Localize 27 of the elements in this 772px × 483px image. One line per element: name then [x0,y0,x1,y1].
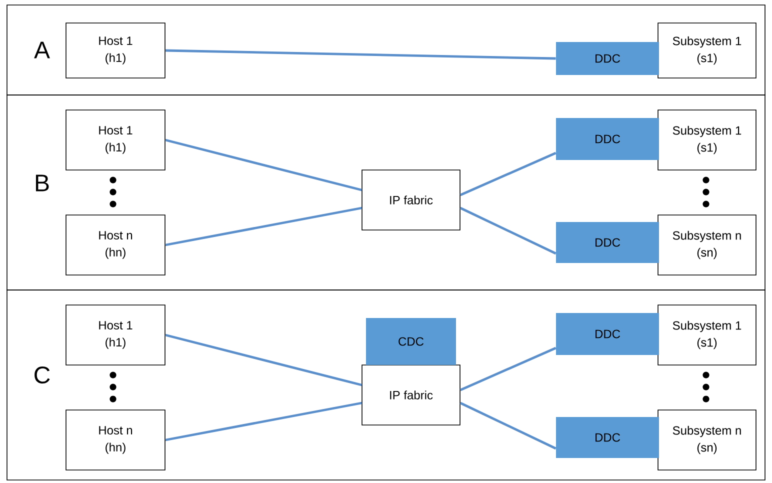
connector-line [460,402,556,450]
host-box: Subsystem 1 (s1) [658,22,756,78]
host-box: Subsystem n (sn) [658,214,756,276]
controller-box: CDC [366,318,456,365]
host-box: Host 1 (h1) [66,110,166,170]
connector-line [165,334,362,386]
connector-line [165,402,362,442]
controller-box: DDC [556,417,659,458]
host-box: Subsystem 1 (s1) [658,304,756,366]
host-box: Subsystem 1 (s1) [658,110,756,170]
host-box: Host n (hn) [66,410,166,470]
connector-line [165,49,556,60]
host-box: IP fabric [362,170,460,230]
controller-box: DDC [556,118,659,160]
host-box: Host n (hn) [66,214,166,276]
host-box: IP fabric [362,364,460,426]
controller-box: DDC [556,313,659,355]
connector-line [460,346,556,392]
connector-line [460,152,556,196]
connector-line [165,138,362,192]
host-box: Host 1 (h1) [66,22,166,78]
controller-box: DDC [556,42,659,75]
connector-line [165,206,362,246]
controller-box: DDC [556,222,659,263]
connector-line [460,206,556,255]
host-box: Subsystem n (sn) [658,410,756,470]
host-box: Host 1 (h1) [66,304,166,366]
